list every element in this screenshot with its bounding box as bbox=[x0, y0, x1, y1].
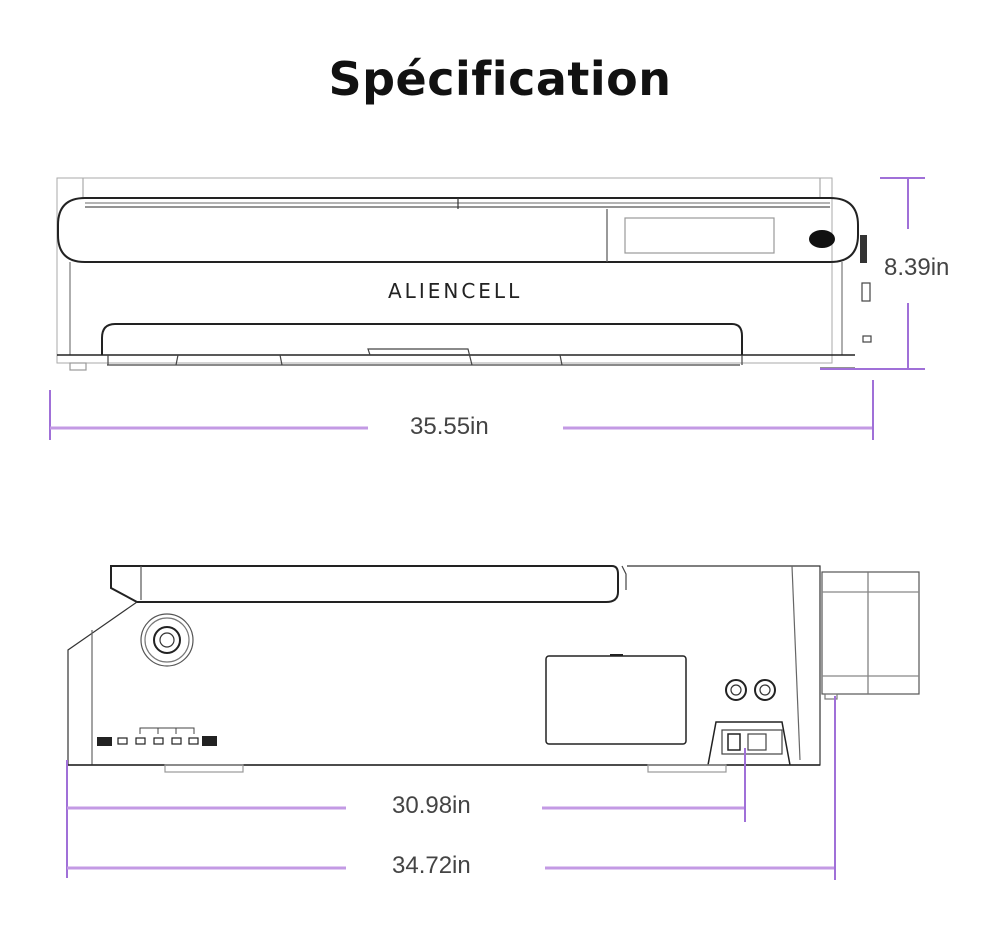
front-view-drawing bbox=[56, 177, 872, 371]
side-view-drawing bbox=[67, 565, 920, 773]
total-length-dimension-label: 34.72in bbox=[388, 852, 475, 880]
page-title: Spécification bbox=[328, 52, 672, 106]
side-dimension-lines bbox=[66, 696, 836, 880]
height-dimension-label: 8.39in bbox=[880, 254, 954, 282]
front-dimension-lines bbox=[49, 177, 925, 440]
brand-logo: ALIENCELL bbox=[388, 279, 523, 303]
base-length-dimension-label: 30.98in bbox=[388, 792, 475, 820]
width-dimension-label: 35.55in bbox=[406, 413, 493, 441]
